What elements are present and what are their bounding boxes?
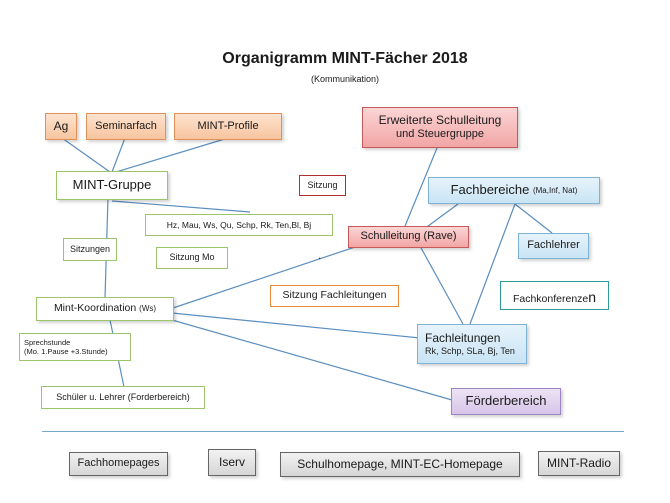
node-fachleitungen-line1: Fachleitungen [425,330,501,345]
node-fachlehrer: Fachlehrer [518,233,589,259]
node-members: Hz, Mau, Ws, Qu, Schp, Rk, Ten,Bl, Bj [145,214,333,236]
node-sprechstunde: Sprechstunde (Mo. 1.Pause +3.Stunde) [19,333,131,361]
node-sitzung: Sitzung [299,175,346,196]
connector-schulleitung-fachleitungen [419,245,464,325]
node-sitzungen-label: Sitzungen [69,243,111,254]
node-ag: Ag [45,113,77,140]
footer-schulhomepage-label: Schulhomepage, MINT-EC-Homepage [297,457,503,471]
node-sitzung-mo: Sitzung Mo [156,247,228,269]
connector-gruppe-members [111,200,251,213]
node-sitzung-fachleitungen-label: Sitzung Fachleitungen [282,289,387,302]
footer-iserv-label: Iserv [218,455,245,469]
node-erweiterte-line2: und Steuergruppe [395,128,485,141]
node-seminarfach-label: Seminarfach [95,119,157,132]
footer-fachhomepages-label: Fachhomepages [77,457,160,470]
page-subtitle: (Kommunikation) [310,74,380,84]
node-fachkonferenzen-label: Fachkonferenze [512,293,589,305]
footer-iserv: Iserv [208,449,256,476]
node-sprechstunde-line2: (Mo. 1.Pause +3.Stunde) [24,347,108,356]
node-fachlehrer-label: Fachlehrer [527,239,580,252]
node-sitzung-label: Sitzung [307,179,338,190]
node-fachleitungen: Fachleitungen Rk, Schp, SLa, Bj, Ten [417,324,527,364]
node-sprechstunde-line1: Sprechstunde [24,337,71,347]
node-mint-profile: MINT-Profile [174,113,282,140]
footer-mint-radio-label: MINT-Radio [546,456,611,470]
node-mint-koordination: Mint-Koordination (Ws) [36,297,174,321]
connector-seminarfach-gruppe [111,137,126,173]
node-ag-label: Ag [53,119,69,133]
node-schulleitung: Schulleitung (Rave) [348,226,469,248]
page-title: Organigramm MINT-Fächer 2018 [222,50,468,67]
node-sitzung-fachleitungen: Sitzung Fachleitungen [270,285,399,307]
node-sitzung-mo-label: Sitzung Mo [169,252,215,263]
node-members-label: Hz, Mau, Ws, Qu, Schp, Rk, Ten,Bl, Bj [166,219,312,230]
node-mint-koordination-label: Mint-Koordination [53,302,137,315]
node-mint-gruppe-label: MINT-Gruppe [72,177,152,193]
footer-divider [42,431,624,432]
node-schueler-lehrer: Schüler u. Lehrer (Forderbereich) [41,386,205,409]
connector-profile-gruppe [115,137,229,173]
node-foerderbereich-label: Förderbereich [465,393,547,409]
node-mint-koordination-suffix: (Ws) [139,304,157,313]
node-mint-gruppe: MINT-Gruppe [56,171,168,200]
node-erweiterte-schulleitung: Erweiterte Schulleitung und Steuergruppe [362,107,518,148]
node-fachkonferenzen-tail: n [588,289,597,305]
node-schulleitung-label: Schulleitung (Rave) [360,230,457,243]
footer-schulhomepage: Schulhomepage, MINT-EC-Homepage [280,452,520,477]
stray-dot: . [318,248,322,262]
node-fachbereiche-suffix: (Ma,Inf, Nat) [532,185,578,195]
connector-ag-gruppe [61,137,111,173]
footer-fachhomepages: Fachhomepages [69,452,168,476]
connector-koordination-fachleitungen [171,312,421,339]
node-seminarfach: Seminarfach [86,113,166,140]
node-schueler-lehrer-label: Schüler u. Lehrer (Forderbereich) [56,391,190,402]
node-fachleitungen-line2: Rk, Schp, SLa, Bj, Ten [425,345,515,356]
node-fachbereiche: Fachbereiche (Ma,Inf, Nat) [428,177,600,204]
node-foerderbereich: Förderbereich [451,388,561,415]
footer-mint-radio: MINT-Radio [538,451,620,476]
node-mint-profile-label: MINT-Profile [197,119,259,132]
node-erweiterte-line1: Erweiterte Schulleitung [378,113,502,128]
node-sitzungen: Sitzungen [63,238,117,261]
connector-koordination-foerderbereich [171,319,453,401]
connector-fachbereiche-fachlehrer [514,203,553,234]
node-fachbereiche-label: Fachbereiche [450,182,530,198]
